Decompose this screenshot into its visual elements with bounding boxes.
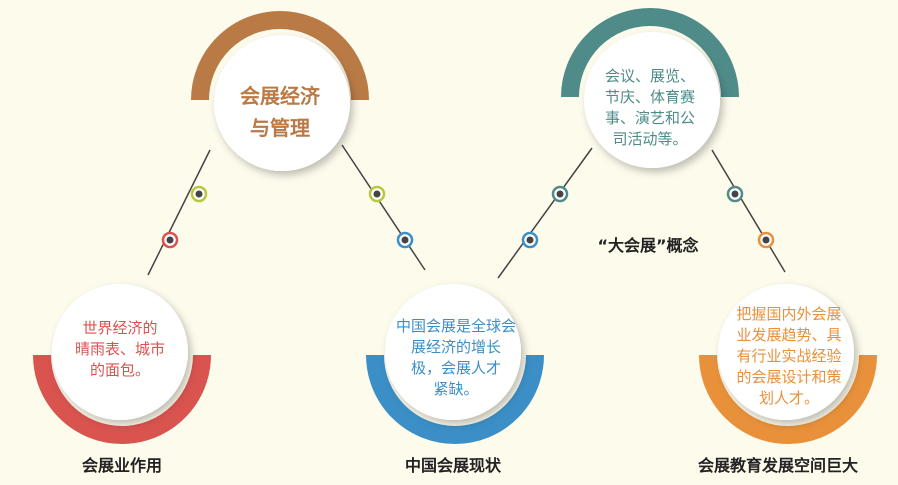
ring-china-status	[366, 354, 544, 444]
ring-education	[699, 354, 877, 444]
label-industry-role: 会展业作用	[81, 456, 163, 475]
label-education: 会展教育发展空间巨大	[697, 456, 859, 475]
node-education: 把握国内外会展 业发展趋势、具 有行业实战经验 的会展设计和策 划人才。	[736, 305, 842, 407]
connector-dot-center	[731, 190, 739, 198]
label-china-status: 中国会展现状	[404, 456, 502, 475]
connector-lines	[147, 144, 786, 279]
connector-dot-center	[401, 236, 409, 244]
connector-dot-center	[195, 190, 203, 198]
ring-education-disc	[718, 284, 854, 420]
connector-dot-center	[166, 236, 174, 244]
node-management: 会展经济 与管理	[240, 84, 320, 140]
ring-management	[191, 11, 369, 101]
connector-dot-center	[526, 236, 534, 244]
connector-dot-center	[556, 190, 564, 198]
connector-dot-center	[762, 236, 770, 244]
node-china-status: 中国会展是全球会 展经济的增长 极，会展人才 紧缺。	[395, 317, 516, 398]
ring-china-status-disc	[385, 284, 521, 420]
connector-dot-center	[373, 190, 381, 198]
ring-management-disc	[214, 35, 350, 171]
node-big-exhibition: 会议、展览、 节庆、体育赛 事、演艺和公 司活动等。	[604, 67, 695, 148]
ring-industry-role-disc	[52, 284, 188, 420]
ring-big-exhibition-disc	[584, 32, 720, 168]
node-industry-role: 世界经济的 晴雨表、城市 的面包。	[74, 319, 165, 379]
ring-industry-role	[33, 354, 211, 444]
label-concept: “大会展”概念	[597, 236, 699, 255]
ring-big-exhibition	[561, 8, 739, 98]
